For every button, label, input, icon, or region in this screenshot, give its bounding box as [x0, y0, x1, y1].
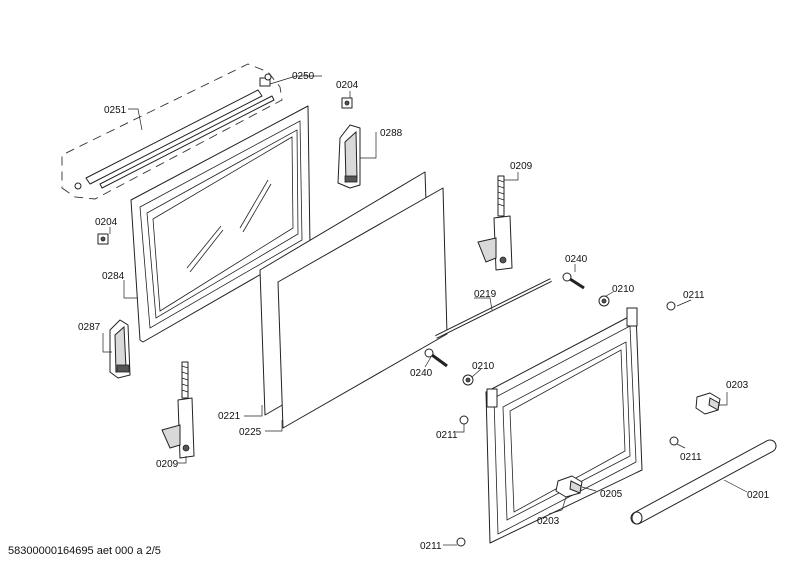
hinge-0209-left	[161, 361, 195, 459]
clip-0204-top	[341, 97, 353, 109]
label-0203-center: 0203	[537, 516, 560, 527]
screw-0240-left	[424, 348, 448, 368]
nut-0211-d	[456, 537, 466, 547]
block-0203-right	[695, 392, 721, 415]
hinge-bracket-0287	[109, 319, 131, 379]
screw-0240-right	[562, 272, 585, 290]
block-0203-center	[555, 475, 583, 498]
label-0219: 0219	[474, 289, 497, 300]
clip-0204-left	[97, 233, 109, 245]
rod-0219	[435, 278, 552, 339]
nut-0211-b	[459, 415, 469, 425]
document-code: 58300000164695 aet 000 a 2/5	[8, 545, 161, 557]
washer-0210-left	[462, 374, 474, 386]
washer-0210-right	[598, 295, 610, 307]
trim-strip-assembly	[61, 63, 283, 200]
nut-0211-c	[669, 436, 679, 446]
label-0210-right: 0210	[612, 284, 635, 295]
label-0201: 0201	[747, 490, 770, 501]
label-0240-right: 0240	[565, 254, 588, 265]
label-0204-left: 0204	[95, 217, 118, 228]
handle-bar-0201	[630, 439, 777, 525]
label-0287: 0287	[78, 322, 101, 333]
nut-0211-a	[666, 301, 676, 311]
label-0203-right: 0203	[726, 380, 749, 391]
inner-door-0205	[485, 307, 643, 544]
hinge-bracket-0288	[337, 124, 361, 189]
label-0205: 0205	[600, 489, 623, 500]
part-labels: 0250 0251 0204 0288 0204 0284 0287 0209 …	[78, 71, 770, 552]
label-0225: 0225	[239, 427, 262, 438]
label-0204-top: 0204	[336, 80, 359, 91]
label-0211-c: 0211	[680, 452, 702, 463]
label-0221: 0221	[218, 411, 241, 422]
outer-door-panel-0284	[130, 105, 311, 343]
label-0209-left: 0209	[156, 459, 179, 470]
label-0240-left: 0240	[410, 368, 433, 379]
label-0211-d: 0211	[420, 541, 442, 552]
label-0250: 0250	[292, 71, 315, 82]
label-0284: 0284	[102, 271, 125, 282]
label-0211-a: 0211	[683, 290, 705, 301]
hinge-0209-right	[477, 175, 513, 271]
label-0288: 0288	[380, 128, 403, 139]
leader-lines	[102, 75, 748, 546]
glass-pane-0225	[277, 187, 448, 429]
label-0210-left: 0210	[472, 361, 495, 372]
label-0211-b: 0211	[436, 430, 458, 441]
label-0251: 0251	[104, 105, 127, 116]
label-0209-right: 0209	[510, 161, 533, 172]
